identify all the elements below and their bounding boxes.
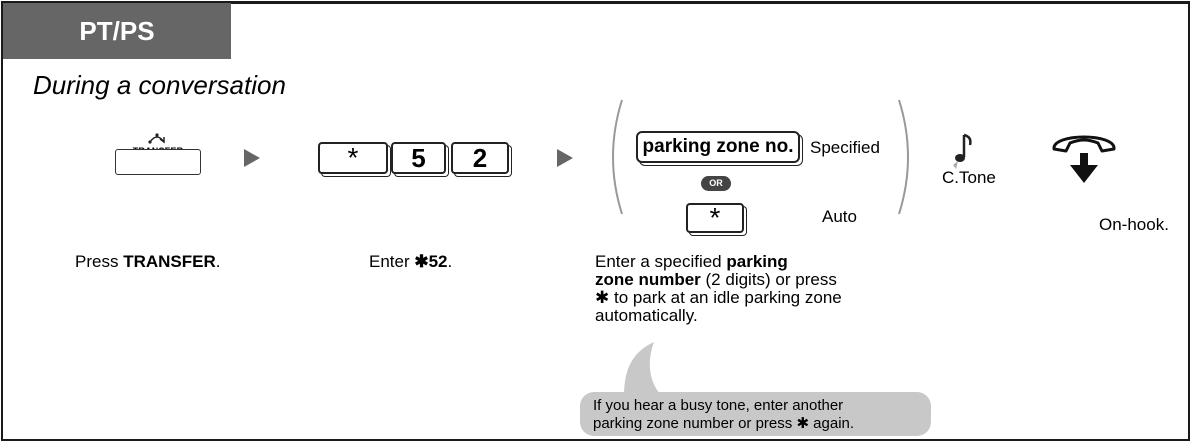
handset-on-hook-icon <box>1052 135 1116 183</box>
caption-bold: zone number <box>595 270 701 289</box>
bubble-tail <box>624 342 662 396</box>
left-bracket <box>612 99 623 215</box>
two-key: 2 <box>451 142 509 174</box>
musical-note-icon <box>953 133 972 169</box>
five-key: 5 <box>391 142 446 174</box>
caption-transfer: Press TRANSFER. <box>75 253 220 271</box>
device-tab: PT/PS <box>3 3 231 59</box>
caption-text: . <box>215 252 221 271</box>
tip-bubble <box>580 392 931 436</box>
transfer-button-body <box>115 149 201 175</box>
caption-zone-line2: zone number (2 digits) or press <box>595 271 842 289</box>
right-bracket <box>898 99 909 215</box>
confirmation-tone-label: C.Tone <box>942 168 996 187</box>
caption-text: (2 digits) or press <box>700 270 837 289</box>
specified-label: Specified <box>810 138 880 157</box>
or-badge: OR <box>701 176 731 191</box>
tip-text: If you hear a busy tone, enter another p… <box>593 397 854 433</box>
caption-text: . <box>447 252 453 271</box>
auto-star-key: * <box>686 203 744 233</box>
tip-line2: parking zone number or press ✱ again. <box>593 415 855 432</box>
transfer-curve-icon <box>148 133 165 144</box>
on-hook-label: On-hook. <box>1099 215 1169 234</box>
caption-zone-line4: automatically. <box>595 306 698 325</box>
arrow-right-icon <box>557 149 573 167</box>
caption-text: Press <box>75 252 124 271</box>
arrow-right-icon <box>244 149 260 167</box>
star-key: * <box>318 142 388 174</box>
caption-zone-line3: ✱ to park at an idle parking zone <box>595 288 842 307</box>
caption-bold: parking <box>726 252 788 271</box>
auto-label: Auto <box>822 207 857 226</box>
caption-zone: Enter a specified parking zone number (2… <box>595 253 842 325</box>
transfer-button: TRANSFER <box>115 133 201 176</box>
caption-enter: Enter ✱52. <box>369 253 452 271</box>
caption-bold: TRANSFER <box>123 252 216 271</box>
caption-text: Enter a specified <box>595 252 727 271</box>
step-heading: During a conversation <box>33 70 286 100</box>
tip-line1: If you hear a busy tone, enter another <box>593 397 844 414</box>
device-tab-label: PT/PS <box>79 16 155 46</box>
caption-bold: ✱52 <box>414 252 448 271</box>
caption-text: Enter <box>369 252 415 271</box>
parking-zone-key: parking zone no. <box>636 131 800 163</box>
caption-zone-line1: Enter a specified parking <box>595 253 842 271</box>
